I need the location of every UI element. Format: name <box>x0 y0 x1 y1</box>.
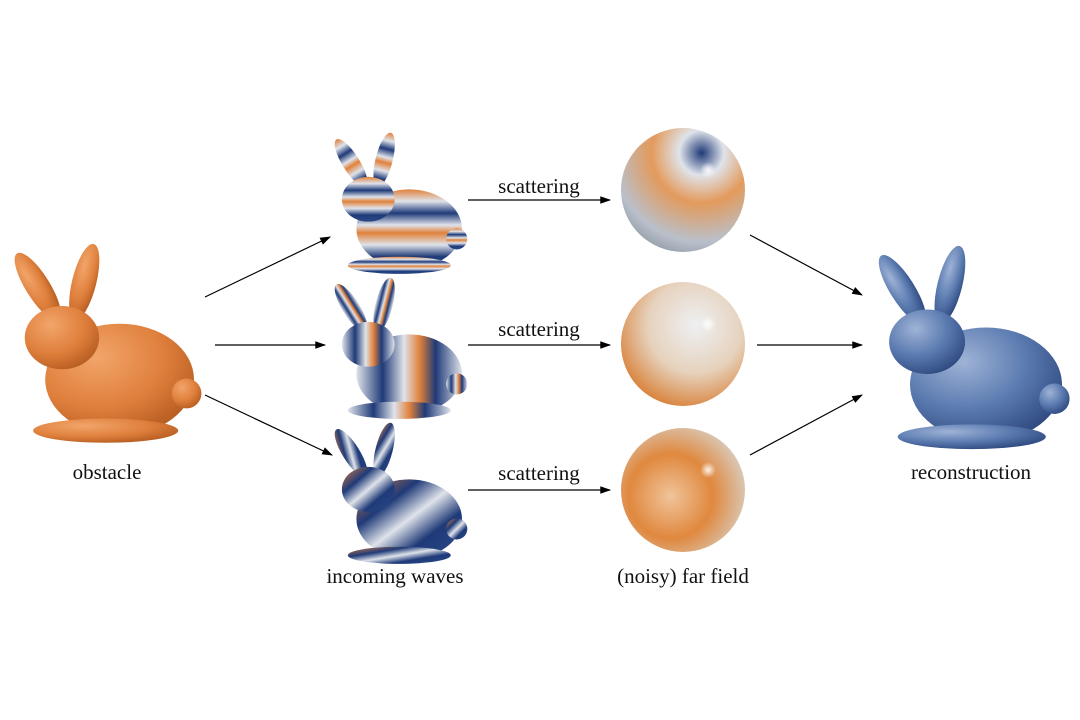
tail <box>1039 383 1070 414</box>
sphere-group <box>598 115 764 552</box>
incoming-wave-bunny-3 <box>334 422 468 564</box>
ear-left <box>334 429 368 477</box>
scattering-label-3: scattering <box>498 461 580 485</box>
far-field-label: (noisy) far field <box>617 564 749 588</box>
ear-right <box>373 132 395 187</box>
head <box>341 176 395 222</box>
bunny-group <box>14 132 1070 564</box>
ear-left <box>14 252 61 321</box>
feet <box>347 401 451 419</box>
arrow-7 <box>749 234 863 296</box>
ear-right <box>373 422 395 477</box>
ear-left <box>334 139 368 187</box>
ear-left <box>334 284 368 332</box>
reconstruction-label: reconstruction <box>911 460 1032 484</box>
feet <box>347 546 451 564</box>
obstacle-label: obstacle <box>73 460 142 484</box>
obstacle-bunny <box>14 243 202 443</box>
arrow-1 <box>204 236 331 298</box>
arrow-group <box>204 196 864 494</box>
reconstruction-bunny <box>878 245 1070 450</box>
ear-right <box>69 243 100 320</box>
arrow-9 <box>749 394 863 456</box>
feet <box>33 418 179 443</box>
specular-highlight <box>700 462 716 478</box>
sphere-body <box>621 128 745 252</box>
tail <box>171 378 202 409</box>
incoming-waves-label: incoming waves <box>326 564 463 588</box>
incoming-wave-bunny-1 <box>334 132 468 274</box>
far-field-sphere-2 <box>621 282 745 406</box>
arrow-3 <box>204 394 333 456</box>
specular-highlight <box>700 316 716 332</box>
sphere-body <box>621 428 745 552</box>
ear-left <box>878 255 926 324</box>
far-field-sphere-1 <box>621 115 764 252</box>
head <box>341 321 395 367</box>
specular-highlight <box>700 162 716 178</box>
scattering-label-1: scattering <box>498 174 580 198</box>
far-field-sphere-3 <box>598 428 745 552</box>
head <box>341 466 395 512</box>
tail <box>446 518 468 540</box>
incoming-wave-bunny-2 <box>334 277 468 419</box>
feet <box>897 424 1046 450</box>
sphere-body <box>621 282 745 406</box>
head <box>24 306 100 370</box>
head <box>889 309 966 375</box>
scattering-label-2: scattering <box>498 317 580 341</box>
tail <box>446 373 468 395</box>
feet <box>347 256 451 274</box>
ear-right <box>934 245 966 324</box>
tail <box>446 228 468 250</box>
ear-right <box>373 277 395 332</box>
